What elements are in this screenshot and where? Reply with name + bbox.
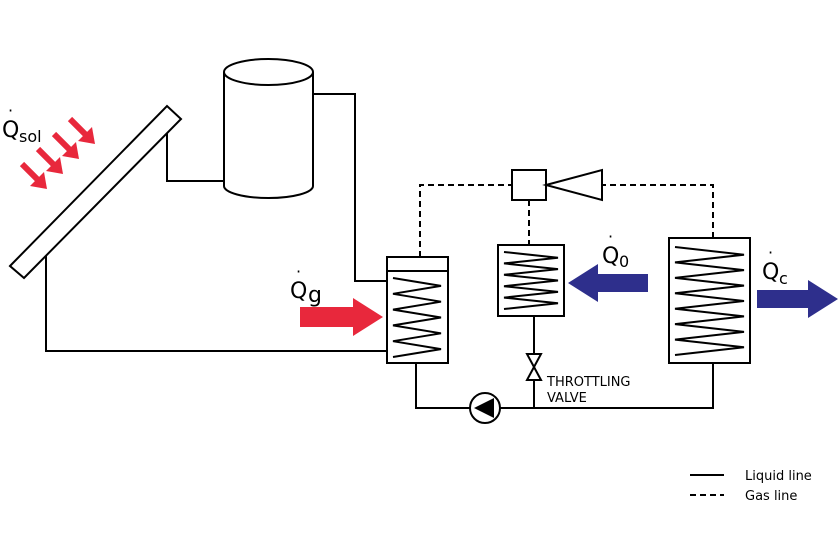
label-q-c: Q · c: [762, 243, 788, 288]
legend-gas-label: Gas line: [745, 489, 797, 504]
solar-arrow-head: [46, 157, 63, 174]
heat-output-arrow: [757, 280, 838, 318]
liquid-line-tank-generator: [313, 93, 387, 282]
heat-input-arrow: [300, 298, 383, 336]
gas-lines: [419, 184, 714, 257]
q-g-symbol: Q: [290, 279, 307, 304]
solar-arrow-shaft: [35, 146, 57, 168]
q-0-subscript: 0: [619, 252, 629, 271]
legend-liquid-label: Liquid line: [745, 469, 812, 484]
solar-collector: [8, 104, 183, 280]
condenser: [668, 237, 751, 364]
q-0-symbol: Q: [602, 244, 619, 269]
gas-line-condenser-ejector: [602, 184, 714, 238]
q-c-subscript: c: [779, 269, 788, 288]
solar-arrow-head: [62, 142, 79, 159]
solar-arrow-head: [78, 127, 95, 144]
label-q-g: Q · g: [290, 262, 322, 308]
solar-radiation-arrows: [19, 116, 95, 189]
q-c-dot: ·: [768, 243, 773, 262]
evaporator-coil: [503, 251, 559, 310]
storage-tank: [223, 58, 314, 199]
heat-evaporator-arrow: [568, 264, 648, 302]
q-c-symbol: Q: [762, 260, 779, 285]
liquid-line-collector-tank: [166, 132, 224, 182]
pump-icon: [469, 392, 501, 424]
liquid-lines: [45, 93, 714, 409]
solar-arrow-shaft: [67, 116, 89, 138]
evaporator: [497, 244, 565, 317]
liquid-line-generator-collector: [45, 256, 387, 352]
solar-arrow-shaft: [19, 161, 41, 183]
label-q-sol: Q · sol: [2, 101, 42, 146]
generator-coil: [392, 277, 442, 358]
throttling-valve-icon: [525, 353, 543, 381]
valve-label: VALVE: [547, 391, 587, 406]
q-0-dot: ·: [608, 227, 613, 246]
liquid-line-generator-pump: [415, 363, 470, 409]
legend: Liquid line Gas line: [690, 469, 812, 504]
q-sol-symbol: Q: [2, 118, 19, 143]
solar-arrow-head: [30, 172, 47, 189]
q-sol-dot: ·: [8, 101, 13, 120]
q-g-subscript: g: [308, 283, 322, 308]
q-sol-subscript: sol: [19, 127, 42, 146]
throttling-label: THROTTLING: [546, 375, 631, 390]
gas-line-generator-ejector: [419, 184, 512, 257]
ejector-icon: [511, 168, 603, 202]
generator: [386, 256, 449, 364]
condenser-coil: [674, 246, 745, 356]
label-q-0: Q · 0: [602, 227, 629, 271]
liquid-line-pump-condenser: [500, 363, 714, 409]
solar-arrow-shaft: [51, 131, 73, 153]
q-g-dot: ·: [296, 262, 301, 281]
